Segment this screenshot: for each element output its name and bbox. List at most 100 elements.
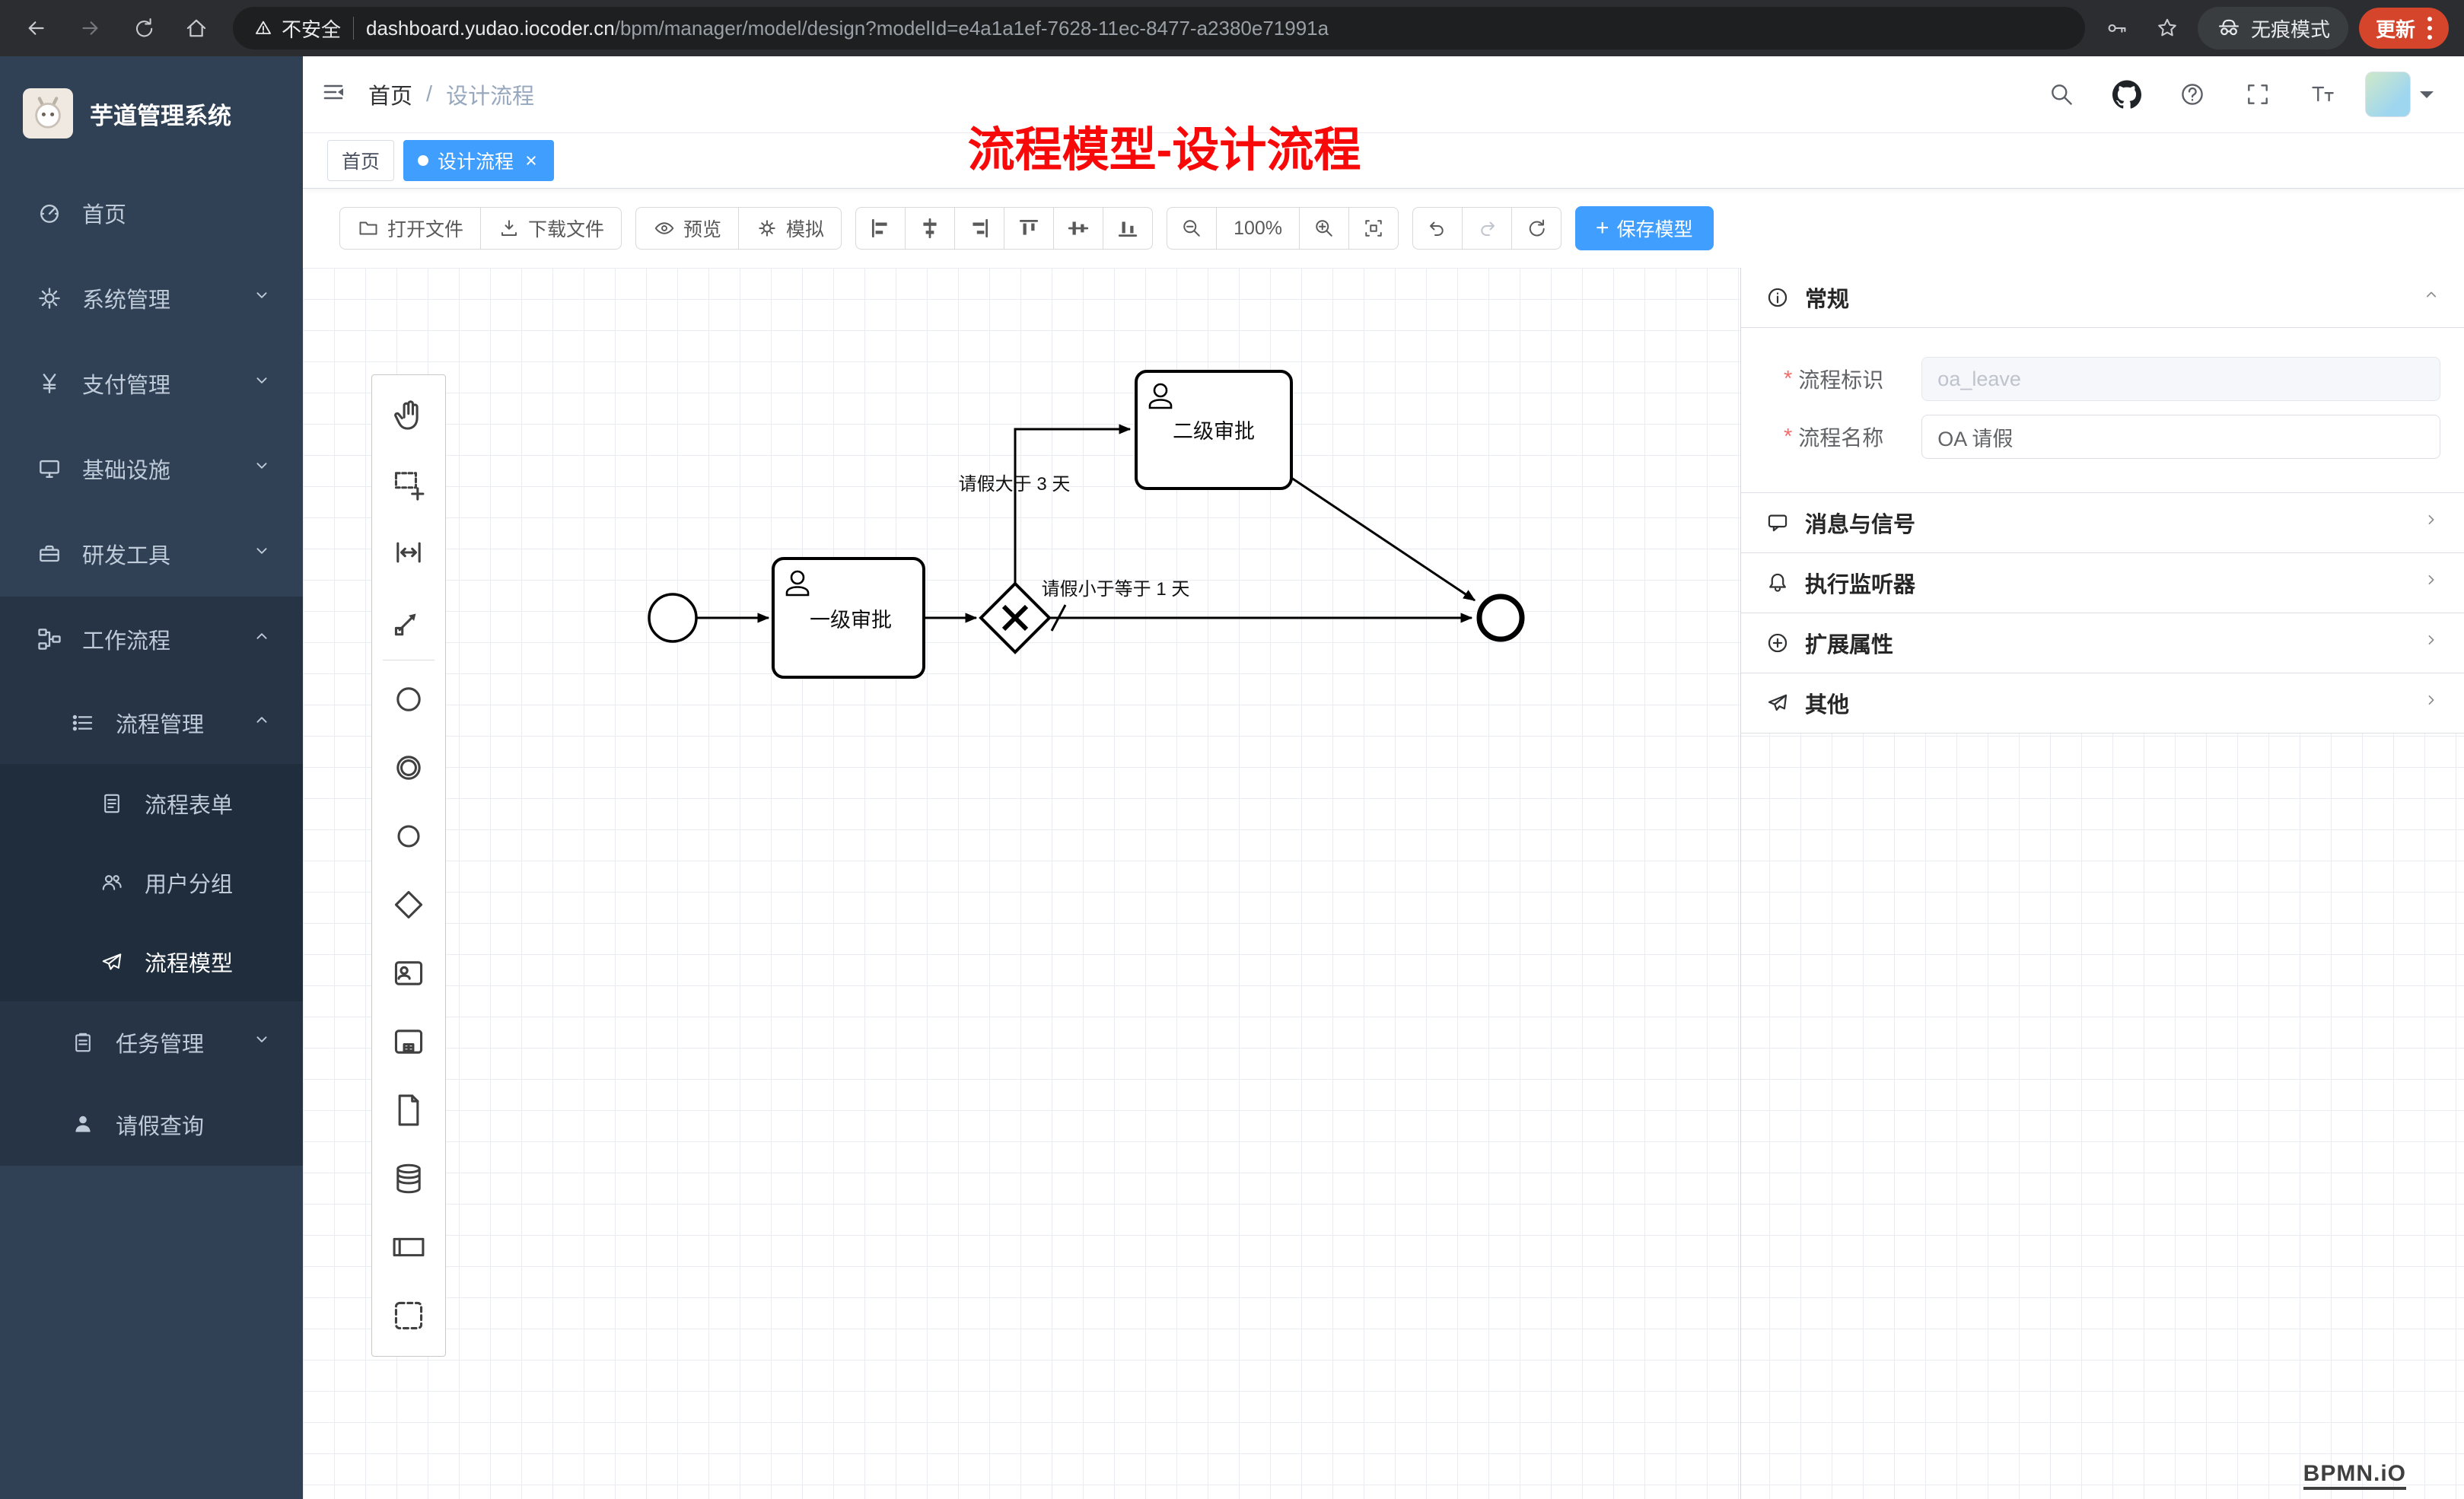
forward-icon[interactable]: [70, 8, 110, 48]
sidebar-item-infra[interactable]: 基础设施: [0, 426, 303, 511]
sidebar-item-home[interactable]: 首页: [0, 170, 303, 256]
start-event-node[interactable]: [648, 593, 698, 643]
process-name-input[interactable]: [1921, 415, 2441, 459]
align-bottom-icon: [1118, 221, 1138, 237]
user-task-icon[interactable]: [374, 939, 444, 1007]
section-other[interactable]: 其他: [1741, 673, 2464, 734]
zoom-in-button[interactable]: [1299, 207, 1350, 250]
zoom-level[interactable]: 100%: [1216, 207, 1300, 250]
close-icon[interactable]: [523, 152, 540, 169]
exclusive-gateway-node[interactable]: [979, 581, 1052, 654]
browser-menu-icon[interactable]: [2427, 17, 2432, 40]
tab-home[interactable]: 首页: [327, 140, 395, 181]
align-top-button[interactable]: [1004, 207, 1055, 250]
gateway-icon[interactable]: [374, 870, 444, 939]
align-left-icon: [872, 218, 887, 238]
chevron-up-icon: [251, 709, 272, 737]
redo-button[interactable]: [1462, 207, 1513, 250]
zoom-reset-button[interactable]: [1348, 207, 1399, 250]
breadcrumb-home[interactable]: 首页: [368, 84, 413, 109]
sidebar-item-workflow[interactable]: 工作流程: [0, 597, 303, 682]
password-key-icon[interactable]: [2097, 8, 2137, 48]
section-general[interactable]: 常规: [1741, 268, 2464, 328]
home-icon[interactable]: [177, 8, 216, 48]
sidebar-item-process-mgmt[interactable]: 流程管理: [0, 682, 303, 764]
start-event-icon[interactable]: [374, 665, 444, 734]
align-center-icon: [923, 218, 937, 239]
task-second-approval[interactable]: 二级审批: [1135, 370, 1293, 490]
preview-button[interactable]: 预览: [635, 207, 740, 250]
security-indicator[interactable]: 不安全: [253, 14, 341, 43]
gear-icon: [33, 282, 65, 314]
simulate-button[interactable]: 模拟: [738, 207, 842, 250]
participant-icon[interactable]: [374, 1213, 444, 1281]
subprocess-icon[interactable]: [374, 1007, 444, 1076]
chevron-down-icon: [251, 285, 272, 312]
history-button-group: [1412, 207, 1562, 250]
content: 首页 / 设计流程: [303, 56, 2464, 1499]
font-size-icon[interactable]: [2300, 71, 2347, 118]
user-menu[interactable]: [2365, 72, 2434, 117]
update-button[interactable]: 更新: [2358, 8, 2449, 49]
process-key-label: 流程标识: [1798, 368, 1884, 392]
end-event-icon[interactable]: [374, 802, 444, 870]
restart-button[interactable]: [1511, 207, 1562, 250]
address-bar[interactable]: 不安全 dashboard.yudao.iocoder.cn/bpm/manag…: [233, 7, 2085, 49]
bookmark-star-icon[interactable]: [2147, 8, 2187, 48]
flow-gateway-to-task2[interactable]: [1014, 424, 1132, 583]
zoom-out-button[interactable]: [1167, 207, 1218, 250]
sidebar-item-system[interactable]: 系统管理: [0, 256, 303, 341]
reload-icon[interactable]: [123, 8, 163, 48]
search-icon[interactable]: [2038, 71, 2085, 118]
align-center-button[interactable]: [905, 207, 956, 250]
chevron-right-icon: [2421, 570, 2441, 596]
intermediate-event-icon[interactable]: [374, 734, 444, 802]
tab-label: 首页: [342, 151, 380, 173]
open-file-button[interactable]: 打开文件: [339, 207, 482, 250]
undo-button[interactable]: [1412, 207, 1463, 250]
group-icon[interactable]: [374, 1281, 444, 1350]
section-extensions[interactable]: 扩展属性: [1741, 613, 2464, 673]
end-event-node[interactable]: [1476, 594, 1525, 642]
align-left-button[interactable]: [855, 207, 906, 250]
message-icon: [1764, 509, 1791, 536]
align-middle-button[interactable]: [1053, 207, 1104, 250]
align-right-button[interactable]: [954, 207, 1005, 250]
sidebar-item-user-group[interactable]: 用户分组: [0, 843, 303, 922]
section-messages[interactable]: 消息与信号: [1741, 493, 2464, 553]
flow-task2-to-end[interactable]: [1291, 476, 1476, 602]
dashboard-icon: [33, 197, 65, 229]
chevron-up-icon: [2421, 285, 2441, 310]
save-model-button[interactable]: + 保存模型: [1575, 206, 1714, 250]
sidebar-item-label: 流程表单: [145, 794, 234, 818]
global-connect-icon[interactable]: [374, 587, 444, 655]
tab-design-process[interactable]: 设计流程: [403, 140, 555, 181]
bpmn-io-watermark[interactable]: BPMN.iO: [2303, 1461, 2406, 1490]
sidebar-item-process-form[interactable]: 流程表单: [0, 764, 303, 843]
bpmn-canvas[interactable]: 一级审批: [303, 268, 2464, 1499]
lasso-tool-icon[interactable]: [374, 450, 444, 518]
sidebar-fold-icon[interactable]: [303, 56, 368, 132]
download-file-button[interactable]: 下载文件: [480, 207, 622, 250]
help-icon[interactable]: [2169, 71, 2216, 118]
data-store-icon[interactable]: [374, 1144, 444, 1213]
sidebar-item-payment[interactable]: 支付管理: [0, 341, 303, 426]
workflow-menu-region: 工作流程 流程管理 流程表单: [0, 597, 303, 1166]
app-logo-row[interactable]: 芋道管理系统: [0, 56, 303, 170]
sidebar-item-process-model[interactable]: 流程模型: [0, 922, 303, 1001]
task-first-approval[interactable]: 一级审批: [772, 557, 925, 679]
github-icon[interactable]: [2103, 71, 2150, 118]
sidebar-menu: 首页 系统管理 支付管理 基础设施: [0, 170, 303, 1166]
data-object-icon[interactable]: [374, 1076, 444, 1144]
sidebar-item-devtools[interactable]: 研发工具: [0, 511, 303, 597]
back-icon[interactable]: [17, 8, 56, 48]
align-bottom-button[interactable]: [1103, 207, 1154, 250]
section-listeners[interactable]: 执行监听器: [1741, 553, 2464, 613]
sidebar-item-leave-query[interactable]: 请假查询: [0, 1084, 303, 1166]
space-tool-icon[interactable]: [374, 518, 444, 587]
app-logo: [23, 88, 73, 138]
fullscreen-icon[interactable]: [2234, 71, 2281, 118]
url-host: dashboard.yudao.iocoder.cn: [366, 16, 615, 40]
sidebar-item-task-mgmt[interactable]: 任务管理: [0, 1001, 303, 1084]
hand-tool-icon[interactable]: [374, 381, 444, 450]
